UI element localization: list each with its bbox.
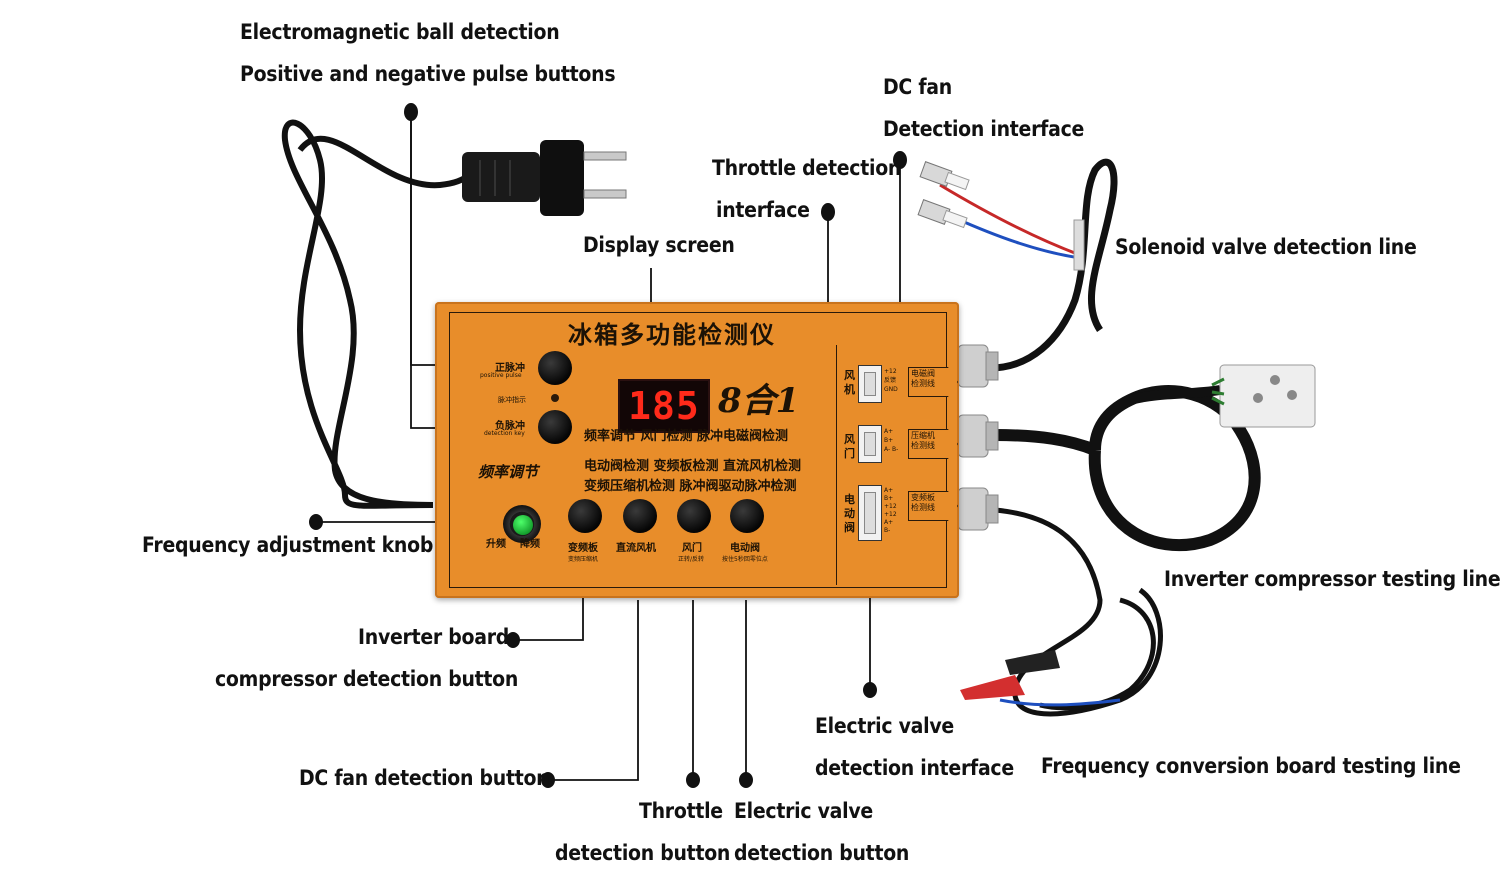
frequency-knob[interactable] bbox=[503, 505, 541, 543]
pulse-indicator-label: 脉冲指示 bbox=[498, 396, 526, 404]
pulse-indicator-led bbox=[551, 394, 559, 402]
functions-line-1: 频率调节 风门检测 脉冲电磁阀检测 bbox=[584, 429, 789, 444]
port1-label: 风机 bbox=[844, 369, 855, 396]
btn2-label: 直流风机 bbox=[616, 543, 656, 554]
functions-line-2: 电动阀检测 变频板检测 直流风机检测 bbox=[584, 459, 802, 474]
label-throttle: Throttle bbox=[639, 799, 723, 823]
label-detection-interface: Detection interface bbox=[883, 117, 1085, 141]
pulse-positive-label: 正脉冲 bbox=[495, 363, 525, 374]
freq-board-cable-2 bbox=[1039, 597, 1156, 711]
leader-dots bbox=[309, 103, 907, 788]
spade-terminals bbox=[917, 161, 970, 229]
solenoid-blue-wire bbox=[954, 216, 1081, 260]
solenoid-clip bbox=[1073, 219, 1085, 271]
tag1-text: 电磁阀检测线 bbox=[911, 369, 935, 388]
positive-pulse-button[interactable] bbox=[538, 351, 572, 385]
solenoid-red-wire bbox=[939, 183, 1081, 257]
label-throttle-detection-button: detection button bbox=[555, 841, 731, 865]
electric-valve-button[interactable] bbox=[730, 499, 764, 533]
compressor-cable bbox=[994, 385, 1261, 552]
label-electric-valve-2: Electric valve bbox=[734, 799, 873, 823]
label-frequency-knob: Frequency adjustment knob bbox=[142, 533, 434, 557]
compressor-tag bbox=[908, 429, 958, 459]
port2-label: 风门 bbox=[844, 433, 855, 460]
freq-board-wire-blue bbox=[999, 698, 1121, 707]
label-electric-valve-interface: detection interface bbox=[815, 756, 1014, 780]
functions-line-3: 变频压缩机检测 脉冲阀驱动脉冲检测 bbox=[584, 479, 797, 494]
device-title: 冰箱多功能检测仪 bbox=[568, 320, 776, 349]
panel-border: 冰箱多功能检测仪 正脉冲 positive pulse 脉冲指示 负脉冲 det… bbox=[449, 312, 958, 588]
label-throttle-detection: Throttle detection bbox=[712, 156, 902, 180]
tag3-text: 变频板检测线 bbox=[911, 493, 935, 512]
label-dc-fan-button: DC fan detection button bbox=[299, 766, 550, 790]
led-display: 185 bbox=[618, 379, 710, 433]
power-cord bbox=[281, 119, 434, 509]
throttle-button[interactable] bbox=[677, 499, 711, 533]
port3-pins: A+ B+ +12 +12 A+ B- bbox=[884, 487, 897, 534]
label-dc-fan: DC fan bbox=[883, 75, 952, 99]
throttle-port[interactable] bbox=[858, 425, 882, 463]
dc-fan-button[interactable] bbox=[623, 499, 657, 533]
inverter-board-tag bbox=[908, 491, 958, 521]
label-electromagnetic-ball: Electromagnetic ball detection bbox=[240, 20, 560, 44]
label-display-screen: Display screen bbox=[583, 233, 735, 257]
solenoid-cable bbox=[989, 158, 1118, 372]
pulse-negative-en: detection key bbox=[484, 430, 525, 437]
port1-pins: +12 反馈 GND bbox=[884, 368, 898, 393]
btn1-label: 变频板 bbox=[568, 543, 598, 554]
port3-label: 电动阀 bbox=[844, 493, 855, 534]
frequency-title: 频率调节 bbox=[478, 463, 539, 481]
badge-8in1: 8合1 bbox=[718, 381, 800, 421]
btn3-label: 风门 bbox=[682, 543, 702, 554]
frequency-knob-cap[interactable] bbox=[513, 515, 533, 535]
freq-up-label: 升频 bbox=[486, 539, 506, 550]
label-frequency-conversion-line: Frequency conversion board testing line bbox=[1041, 754, 1461, 778]
tag2-text: 压缩机检测线 bbox=[911, 431, 935, 450]
panel-divider bbox=[836, 345, 837, 585]
port2-pins: A+ B+ A- B- bbox=[884, 428, 899, 453]
btn4-sublabel: 按住5秒回零位点 bbox=[722, 556, 768, 563]
label-compressor-detection-button: compressor detection button bbox=[215, 667, 519, 691]
label-inverter-compressor-line: Inverter compressor testing line bbox=[1164, 567, 1500, 591]
cable-glands bbox=[957, 344, 999, 531]
label-electric-valve-detection-button: detection button bbox=[734, 841, 910, 865]
btn3-sublabel: 正转/反转 bbox=[678, 556, 705, 563]
label-solenoid-valve-line: Solenoid valve detection line bbox=[1115, 235, 1417, 259]
solenoid-tag bbox=[908, 367, 958, 397]
fan-port[interactable] bbox=[858, 365, 882, 403]
label-inverter-board: Inverter board bbox=[358, 625, 510, 649]
negative-pulse-button[interactable] bbox=[538, 410, 572, 444]
freq-down-label: 降频 bbox=[520, 539, 540, 550]
compressor-connector bbox=[1211, 364, 1316, 428]
electric-valve-port[interactable] bbox=[858, 485, 882, 541]
compressor-cable-lead bbox=[1128, 385, 1221, 405]
btn4-label: 电动阀 bbox=[730, 543, 760, 554]
alligator-clips bbox=[960, 650, 1060, 700]
label-pulse-buttons: Positive and negative pulse buttons bbox=[240, 62, 616, 86]
power-plug bbox=[462, 140, 627, 216]
pulse-positive-en: positive pulse bbox=[480, 372, 522, 379]
label-interface: interface bbox=[716, 198, 810, 222]
pulse-negative-label: 负脉冲 bbox=[495, 421, 525, 432]
power-cord-2 bbox=[297, 135, 473, 189]
tester-panel: 冰箱多功能检测仪 正脉冲 positive pulse 脉冲指示 负脉冲 det… bbox=[435, 302, 959, 598]
inverter-board-button[interactable] bbox=[568, 499, 602, 533]
btn1-sublabel: 变频压缩机 bbox=[568, 556, 599, 563]
label-electric-valve: Electric valve bbox=[815, 714, 954, 738]
